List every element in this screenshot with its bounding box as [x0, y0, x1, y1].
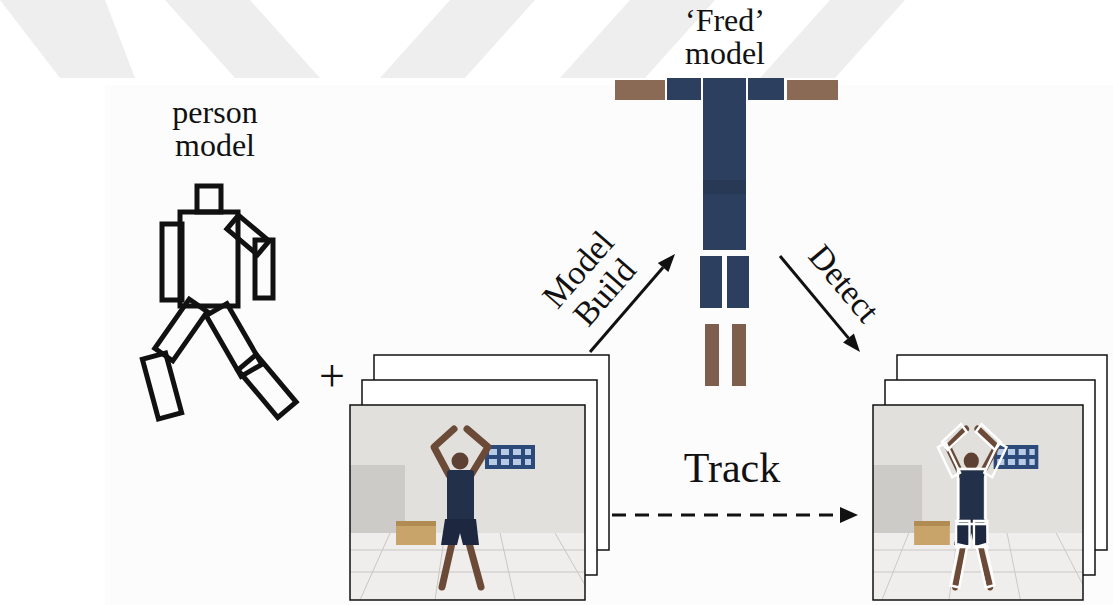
- fred-model-figure: ‘Fred’ model: [600, 4, 850, 392]
- plus-sign: +: [319, 353, 345, 400]
- flow-arrows: [590, 254, 860, 523]
- person-stick-figure: [142, 186, 296, 419]
- arrow-label: Track: [684, 447, 780, 490]
- background-panel: [105, 85, 1113, 605]
- node-title: ‘Fred’ model: [685, 4, 765, 69]
- input-video-frames: [350, 355, 609, 600]
- fred-model-parts: [615, 78, 838, 386]
- label-holder: +: [319, 353, 346, 400]
- watermark-stripes: [0, 0, 905, 78]
- node-title: person model: [172, 96, 257, 161]
- person-model-figure: person model: [130, 96, 300, 426]
- label-holder: Track: [684, 447, 782, 490]
- output-video-frames: [873, 355, 1107, 600]
